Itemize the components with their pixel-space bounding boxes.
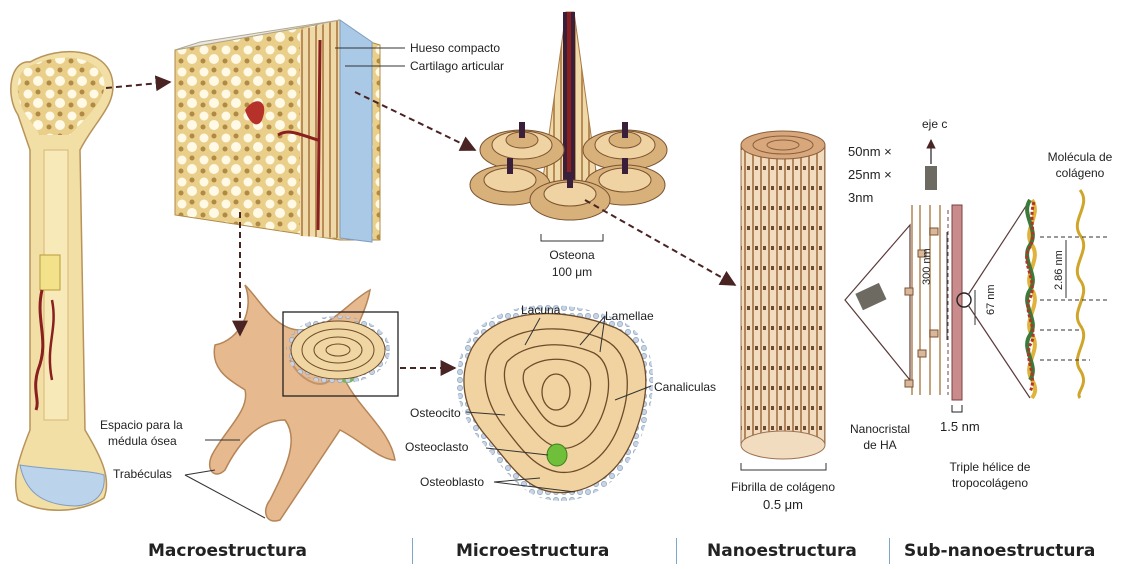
bone-section-block xyxy=(175,20,380,242)
section-sub-nanoestructura: Sub-nanoestructura xyxy=(904,541,1095,561)
label-hueso-compacto: Hueso compacto xyxy=(410,41,500,55)
label-cartilago-articular: Cartilago articular xyxy=(410,59,504,73)
collagen-molecule xyxy=(1077,190,1083,398)
label-lacuna: Lacuna xyxy=(521,303,560,317)
label-dim-300: 300 nm xyxy=(920,248,934,285)
trabeculae xyxy=(210,285,395,521)
label-lamellae: Lamellae xyxy=(605,309,654,323)
label-espacio-line1: Espacio para la xyxy=(100,418,183,432)
label-osteona: Osteona xyxy=(537,248,607,262)
label-nanocristal-line2: de HA xyxy=(845,438,915,452)
section-nanoestructura: Nanoestructura xyxy=(707,541,857,561)
osteon-cross-section xyxy=(457,305,654,501)
label-eje-c: eje c xyxy=(922,117,947,131)
label-crystal-dim2: 25nm × xyxy=(848,168,892,182)
dim-bracket-15 xyxy=(952,405,962,412)
leader-line xyxy=(185,470,215,475)
zoom-lines xyxy=(968,305,1030,398)
section-separator xyxy=(889,538,890,564)
label-trabeculas: Trabéculas xyxy=(113,467,172,481)
label-triple-line2: tropocolágeno xyxy=(935,476,1045,490)
label-molecula-line1: Molécula de xyxy=(1035,150,1125,164)
collagen-fibril xyxy=(741,131,825,459)
long-bone xyxy=(11,52,113,511)
section-microestructura: Microestructura xyxy=(456,541,609,561)
label-dim-286: 2.86 nm xyxy=(1052,250,1066,290)
label-molecula-line2: colágeno xyxy=(1035,166,1125,180)
label-crystal-dim3: 3nm xyxy=(848,191,873,205)
label-fibrilla: Fibrilla de colágeno xyxy=(708,480,858,494)
label-canaliculas: Canaliculas xyxy=(654,380,716,394)
zoom-lines xyxy=(968,200,1030,295)
label-dim-67: 67 nm xyxy=(984,284,998,315)
label-osteocito: Osteocito xyxy=(410,406,461,420)
label-triple-line1: Triple hélice de xyxy=(935,460,1045,474)
leader-line xyxy=(185,475,265,518)
section-macroestructura: Macroestructura xyxy=(148,541,307,561)
osteon-scale-bar xyxy=(541,234,603,241)
label-nanocristal-line1: Nanocristal xyxy=(845,422,915,436)
ha-crystal-small xyxy=(925,166,937,190)
section-separator xyxy=(412,538,413,564)
label-osteoclasto: Osteoclasto xyxy=(405,440,468,454)
label-osteona-size: 100 μm xyxy=(537,265,607,279)
dashed-guides xyxy=(1040,237,1110,360)
nano-fibril-arrangement xyxy=(905,205,971,400)
section-separator xyxy=(676,538,677,564)
mini-osteon xyxy=(286,316,390,384)
triple-helix xyxy=(1027,200,1036,398)
label-dim-15: 1.5 nm xyxy=(940,420,980,434)
label-fibrilla-size: 0.5 μm xyxy=(748,498,818,512)
label-crystal-dim1: 50nm × xyxy=(848,145,892,159)
fibril-scale-bar xyxy=(741,463,826,470)
label-osteoblasto: Osteoblasto xyxy=(420,475,484,489)
ha-crystal-large xyxy=(855,283,886,310)
label-espacio-line2: médula ósea xyxy=(108,434,177,448)
